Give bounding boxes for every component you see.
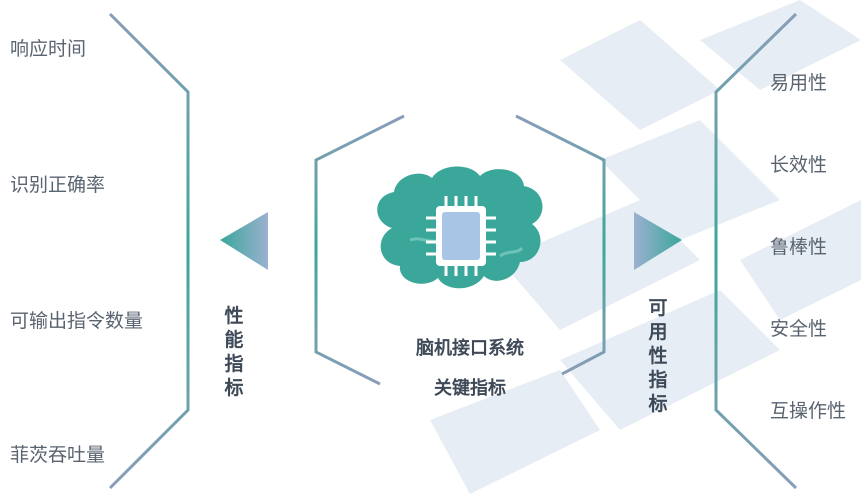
center-title: 脑机接口系统 (416, 338, 524, 359)
usability-label-text-char: 用 (648, 321, 668, 343)
usability-label: 可用性指标 (646, 296, 670, 416)
performance-label-text: 性能指标 (222, 304, 246, 400)
right-arrow-icon (634, 212, 682, 270)
usability-label-text-char: 标 (648, 393, 668, 415)
metric-recognition-accuracy: 识别正确率 (10, 174, 106, 196)
usability-label-text-char: 可 (648, 297, 668, 319)
metric-response-time: 响应时间 (10, 38, 87, 60)
metric-fitts-throughput: 菲茨吞吐量 (10, 444, 106, 466)
left-arrow-icon (220, 212, 268, 270)
metric-longevity: 长效性 (770, 154, 828, 176)
usability-label-text-char: 指 (648, 369, 668, 391)
metric-robustness: 鲁棒性 (770, 236, 828, 258)
metric-ease-of-use: 易用性 (770, 72, 828, 94)
performance-label-text-char: 指 (224, 353, 244, 375)
performance-label-text-char: 能 (224, 329, 244, 351)
metric-output-command-count: 可输出指令数量 (10, 310, 144, 332)
performance-label-text-char: 标 (224, 377, 244, 399)
hexagon-frame-right (515, 114, 606, 376)
metric-safety: 安全性 (770, 318, 828, 340)
metric-interoperability: 互操作性 (770, 400, 847, 422)
usability-label-text: 可用性指标 (646, 296, 670, 416)
right-bracket (714, 12, 798, 490)
center-subtitle: 关键指标 (434, 378, 506, 399)
left-bracket (108, 12, 190, 490)
usability-label-text-char: 性 (648, 345, 668, 367)
brain-chip-icon (377, 166, 543, 289)
hexagon-frame-left (314, 114, 405, 386)
performance-label-text-char: 性 (224, 305, 244, 327)
performance-label: 性能指标 (222, 304, 246, 400)
